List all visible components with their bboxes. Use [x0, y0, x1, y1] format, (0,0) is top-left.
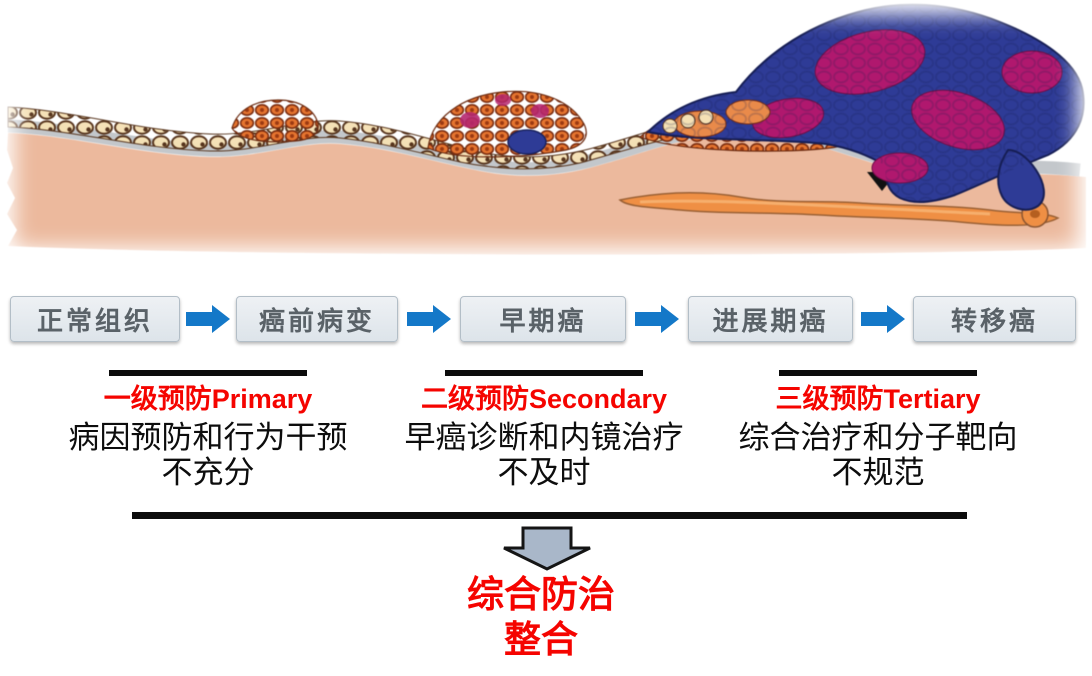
submucosa-layer: [7, 133, 1086, 255]
flow-arrow-icon: [635, 305, 679, 333]
prevention-desc-line1: 早癌诊断和内镜治疗: [404, 420, 684, 455]
flow-arrow-icon: [186, 305, 230, 333]
prevention-desc-line2: 不及时: [497, 455, 591, 490]
vessel-highlight: [639, 199, 991, 216]
conclusion-line2: 整合: [504, 619, 578, 660]
stage-label: 早期癌: [499, 305, 587, 336]
prevention-desc-line1: 综合治疗和分子靶向: [738, 420, 1018, 455]
divider-line: [445, 370, 643, 376]
microinvasion-blue-focus: [507, 129, 547, 155]
dysplastic-cell: [531, 104, 549, 118]
prevention-desc-line2: 不充分: [161, 455, 255, 490]
summary-divider-line: [132, 512, 967, 519]
histology-drawing: [7, 3, 1086, 255]
stage-label: 转移癌: [950, 305, 1038, 336]
stage-label: 正常组织: [36, 305, 153, 336]
dysplastic-cell: [460, 112, 480, 128]
stage-box-precancer: 癌前病变: [236, 296, 398, 342]
stage-label: 癌前病变: [258, 305, 375, 336]
down-arrow-icon: [503, 526, 591, 571]
metastatic-tumor: [645, 3, 1085, 211]
prevention-title: 三级预防Tertiary: [775, 384, 981, 414]
prevention-title: 一级预防Primary: [103, 384, 313, 414]
prevention-column-tertiary: 三级预防Tertiary 综合治疗和分子靶向 不规范: [723, 370, 1033, 490]
stage-label: 进展期癌: [712, 305, 829, 336]
stage-box-early-cancer: 早期癌: [460, 296, 626, 342]
precancer-lesion: [231, 99, 319, 143]
flow-arrow-icon: [407, 305, 451, 333]
stage-box-normal-tissue: 正常组织: [10, 296, 180, 342]
prevention-title: 二级预防Secondary: [420, 384, 668, 414]
flow-arrow-icon: [861, 305, 905, 333]
prevention-desc-line1: 病因预防和行为干预: [68, 420, 348, 455]
dysplastic-cell: [495, 94, 511, 106]
stage-box-advanced-cancer: 进展期癌: [688, 296, 853, 342]
stage-box-metastatic-cancer: 转移癌: [913, 296, 1076, 342]
divider-line: [779, 370, 977, 376]
tissue-progression-illustration: [0, 0, 1092, 262]
conclusion-line1: 综合防治: [467, 574, 615, 615]
conclusion-block: 综合防治 整合: [396, 572, 686, 662]
prevention-column-secondary: 二级预防Secondary 早癌诊断和内镜治疗 不及时: [389, 370, 699, 490]
prevention-desc-line2: 不规范: [831, 455, 925, 490]
divider-line: [109, 370, 307, 376]
vessel-lumen: [1030, 210, 1040, 218]
prevention-column-primary: 一级预防Primary 病因预防和行为干预 不充分: [53, 370, 363, 490]
